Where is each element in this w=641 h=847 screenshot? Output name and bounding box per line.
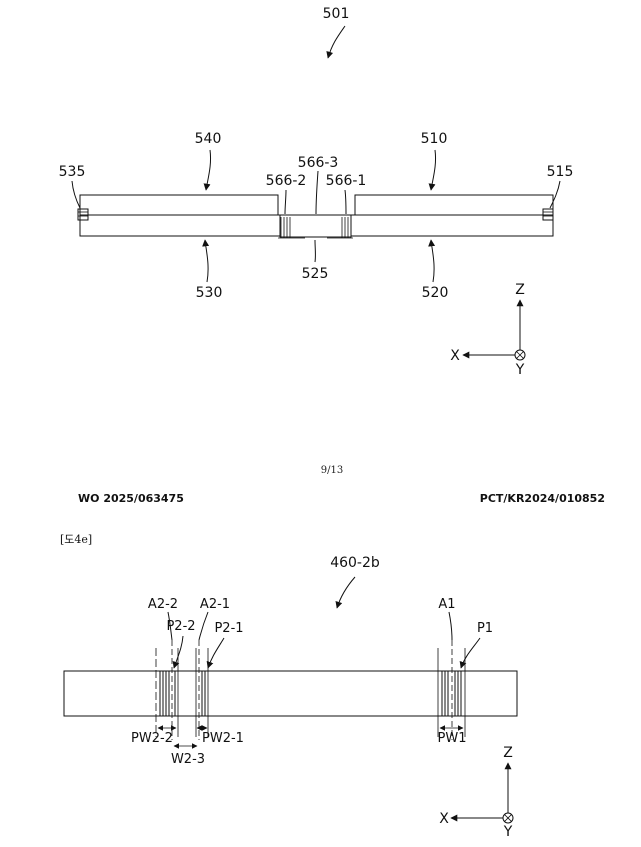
- label-a2-2: A2-2: [148, 597, 178, 612]
- leader-p2-1: [206, 637, 225, 669]
- leader-a2-1: [198, 611, 209, 641]
- label-566-3: 566-3: [298, 155, 339, 171]
- label-pw1: PW1: [438, 731, 467, 746]
- top-figure: 501 540: [59, 6, 574, 378]
- label-p2-1: P2-1: [214, 621, 243, 636]
- leader-a2-2: [167, 611, 173, 641]
- substrate-bar: [63, 670, 518, 717]
- leader-566-2: [284, 189, 287, 215]
- hinge-566-1-lines: [327, 217, 353, 239]
- leader-566-1: [344, 189, 347, 215]
- label-pw2-1: PW2-1: [202, 731, 244, 746]
- label-540: 540: [195, 131, 222, 147]
- label-pw2-2: PW2-2: [131, 731, 173, 746]
- hinge-566-2-lines: [278, 217, 305, 239]
- axis-x-label-bottom: X: [439, 811, 449, 827]
- label-566-1: 566-1: [326, 173, 367, 189]
- label-566-2: 566-2: [266, 173, 307, 189]
- axis-z-label: Z: [515, 282, 525, 298]
- leader-520: [428, 239, 436, 283]
- line-group-a1: [437, 640, 466, 740]
- panel-540: [79, 194, 279, 216]
- leader-p1: [459, 637, 481, 669]
- label-525: 525: [302, 266, 329, 282]
- panel-510: [354, 194, 554, 216]
- label-535: 535: [59, 164, 86, 180]
- leader-515: [549, 180, 561, 209]
- label-530: 530: [196, 285, 223, 301]
- leader-501: [326, 25, 346, 59]
- hinge-525: [279, 214, 352, 238]
- label-w2-3: W2-3: [171, 752, 205, 767]
- label-p2-2: P2-2: [166, 619, 195, 634]
- leader-535: [71, 180, 81, 209]
- leader-566-3: [315, 170, 319, 215]
- publication-number: WO 2025/063475: [78, 492, 184, 505]
- leader-a1: [448, 611, 453, 641]
- axis-z-label-bottom: Z: [503, 745, 513, 761]
- label-515: 515: [547, 164, 574, 180]
- leader-530: [202, 239, 210, 283]
- page-number: 9/13: [321, 465, 343, 476]
- label-510: 510: [421, 131, 448, 147]
- end-cap-515: [542, 208, 554, 221]
- line-group-a2-1: [195, 640, 209, 740]
- axis-x-label: X: [450, 348, 460, 364]
- axis-y-label-bottom: Y: [503, 824, 513, 840]
- label-p1: P1: [477, 621, 493, 636]
- leader-460-2b: [335, 576, 356, 609]
- leader-510: [428, 149, 436, 191]
- leader-540: [203, 149, 211, 191]
- end-cap-535: [77, 208, 89, 221]
- bottom-figure: 460-2b: [63, 555, 518, 840]
- figure-title: [도4e]: [60, 533, 92, 546]
- label-460-2b: 460-2b: [330, 555, 380, 571]
- label-a1: A1: [438, 597, 455, 612]
- axis-indicator-top: Z X Y: [450, 282, 526, 378]
- line-group-a2-2: [155, 640, 179, 740]
- axis-y-label: Y: [515, 362, 525, 378]
- label-520: 520: [422, 285, 449, 301]
- panel-530: [79, 214, 281, 237]
- label-501: 501: [323, 6, 350, 22]
- application-number: PCT/KR2024/010852: [480, 492, 605, 505]
- panel-520: [350, 214, 554, 237]
- axis-indicator-bottom: Z X Y: [439, 745, 514, 840]
- leader-p2-2: [172, 635, 184, 669]
- label-a2-1: A2-1: [200, 597, 230, 612]
